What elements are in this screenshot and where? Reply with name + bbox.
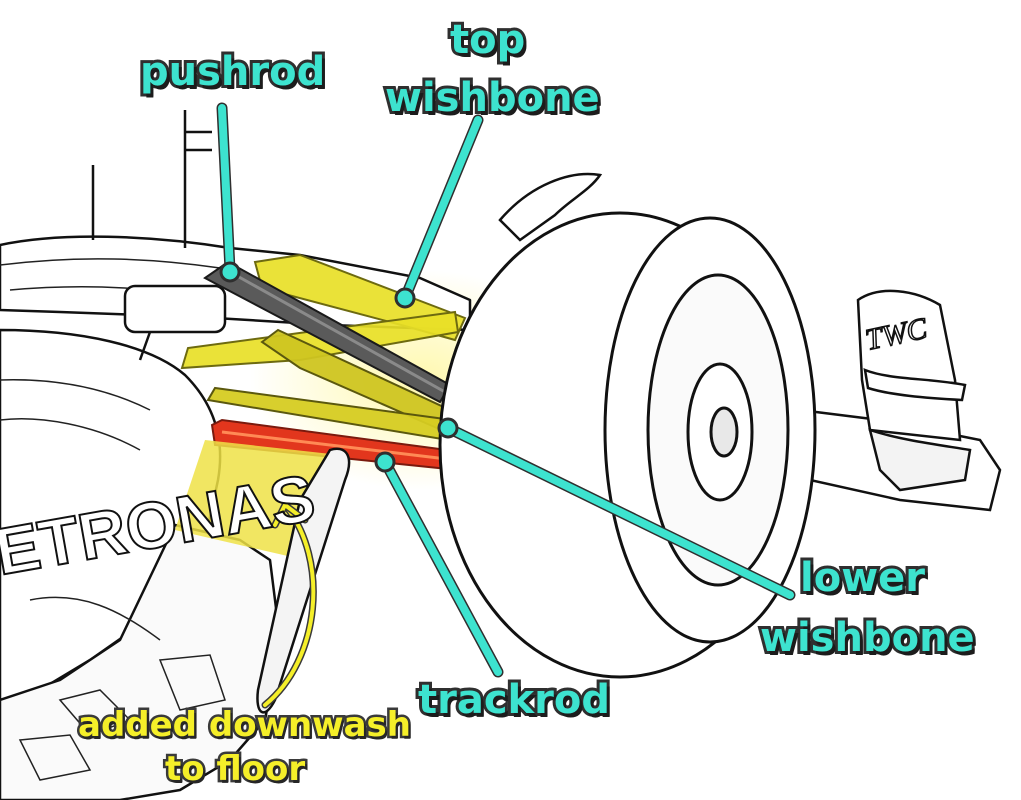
antenna (91, 110, 212, 248)
leader-dots (219, 261, 459, 473)
downwash-label-line2: to floor (162, 749, 307, 789)
front-tyre (438, 211, 817, 679)
mirror (123, 284, 227, 361)
top-wishbone-label-line1: top (447, 17, 528, 63)
pushrod-label: pushrod (137, 49, 328, 95)
leader-lines (216, 102, 796, 678)
chassis-details (0, 258, 226, 781)
front-wing (798, 289, 1002, 512)
trackrod-label: trackrod (415, 677, 613, 723)
downwash-arrow (261, 499, 317, 709)
top-wishbone-label-line2: wishbone (382, 75, 603, 121)
lower-wishbone-label-line2: wishbone (757, 615, 978, 661)
brake-duct (498, 172, 603, 242)
lower-wishbone-label-line1: lower (797, 555, 928, 601)
downwash-label-line1: added downwash (76, 705, 414, 745)
